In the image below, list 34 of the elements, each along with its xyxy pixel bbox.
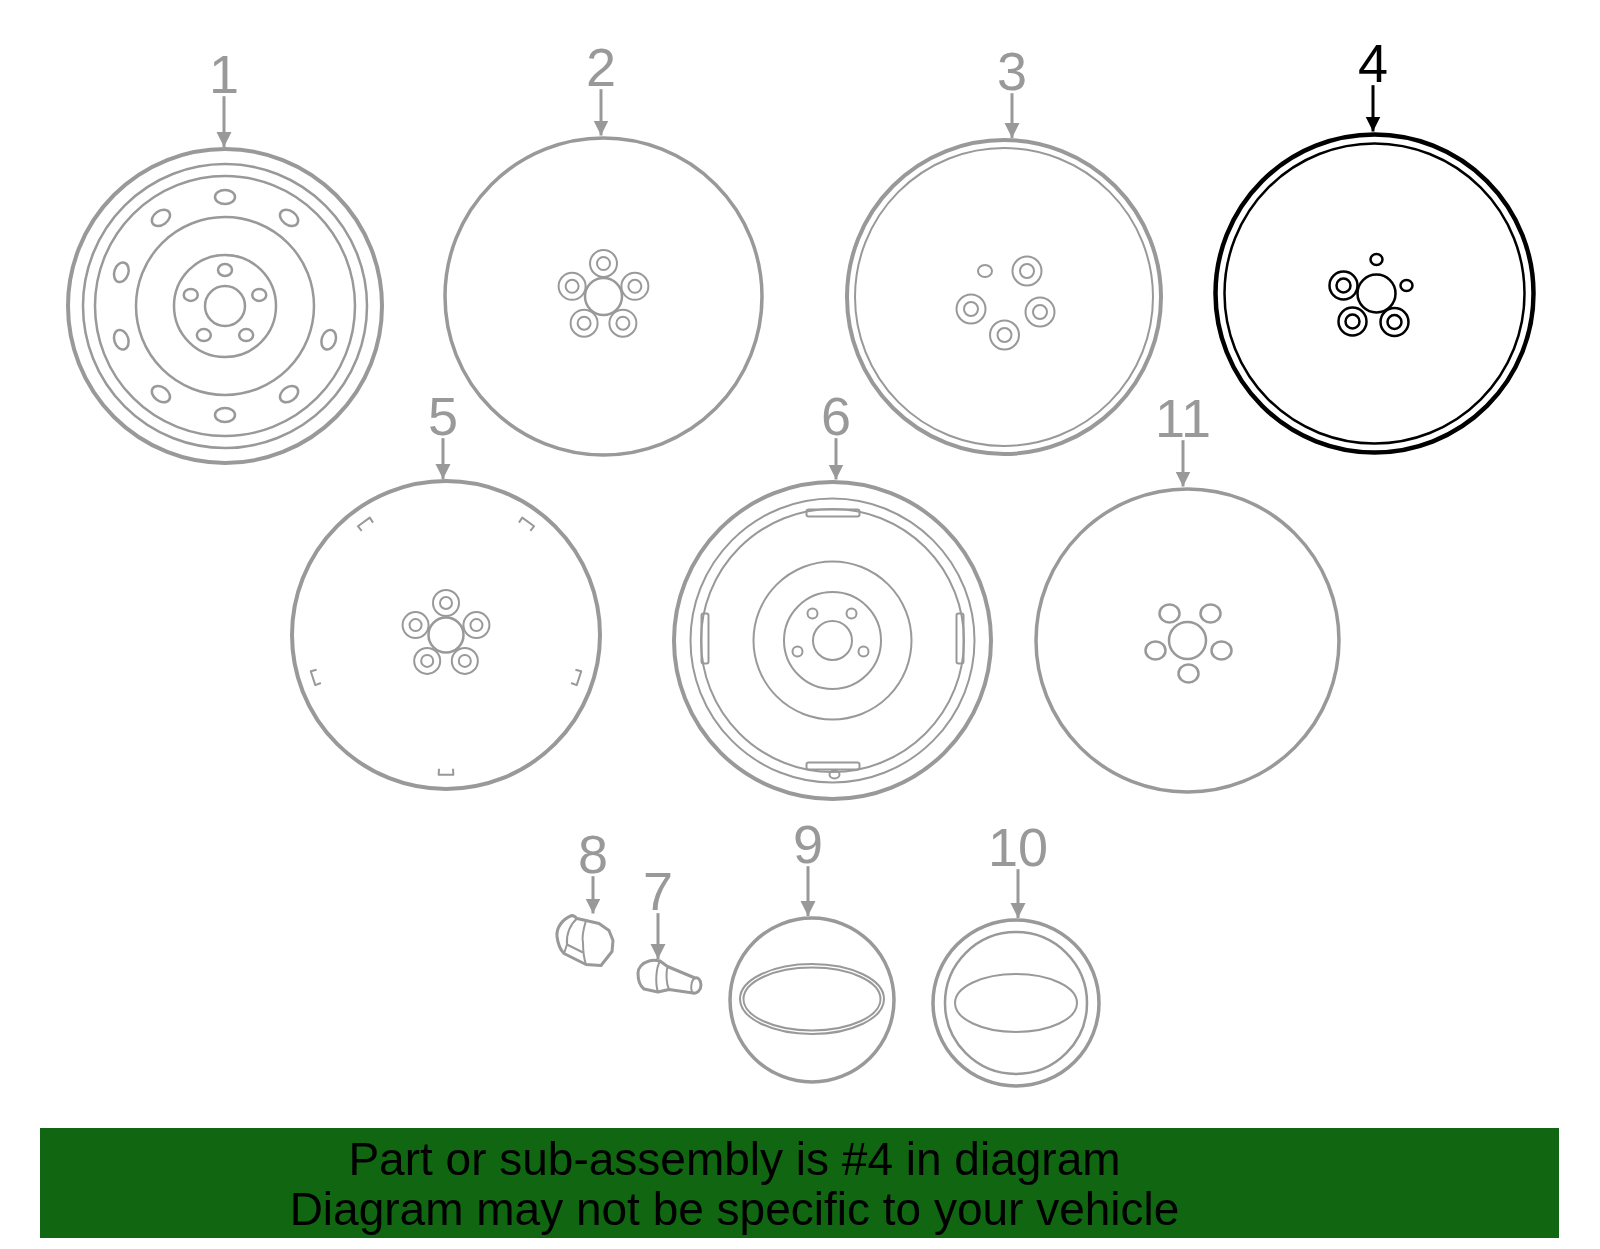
wheel-drawing <box>1034 486 1342 794</box>
leader-arrow <box>593 89 609 136</box>
callout-number: 3 <box>997 50 1027 94</box>
callout-number: 1 <box>209 53 239 97</box>
callout-number: 6 <box>821 395 851 439</box>
leader-arrow <box>1365 85 1381 132</box>
leader-arrow <box>1175 440 1191 487</box>
leader-arrow <box>585 876 601 914</box>
callout-number: 10 <box>987 826 1049 870</box>
callout-number: 9 <box>793 823 823 867</box>
leader-arrow <box>800 866 816 916</box>
notice-text: Diagram may not be specific to your vehicle <box>289 1184 1180 1234</box>
callout-number: 11 <box>1154 397 1212 441</box>
leader-arrow <box>1004 93 1020 138</box>
leader-arrow <box>216 96 232 147</box>
leader-arrow <box>650 913 666 959</box>
callout-number: 4 <box>1358 42 1388 86</box>
leader-arrow <box>1010 869 1026 918</box>
wheel-drawing <box>66 147 384 465</box>
notice-banner <box>40 1128 1559 1238</box>
round-cap-drawing <box>728 916 896 1084</box>
callout-number: 8 <box>578 833 608 877</box>
wheel-drawing <box>1212 131 1536 455</box>
notice-text: Part or sub-assembly is #4 in diagram <box>348 1134 1121 1184</box>
callout-number: 2 <box>586 46 616 90</box>
round-cap-drawing <box>931 918 1101 1088</box>
valve-stem-drawing <box>636 959 703 995</box>
callout-number: 7 <box>643 870 673 914</box>
wheel-drawing <box>672 479 993 801</box>
lug-nut-drawing <box>555 913 615 967</box>
leader-arrow <box>435 438 451 479</box>
callout-number: 5 <box>428 395 458 439</box>
leader-arrow <box>828 438 844 480</box>
wheel-drawing <box>290 479 602 791</box>
